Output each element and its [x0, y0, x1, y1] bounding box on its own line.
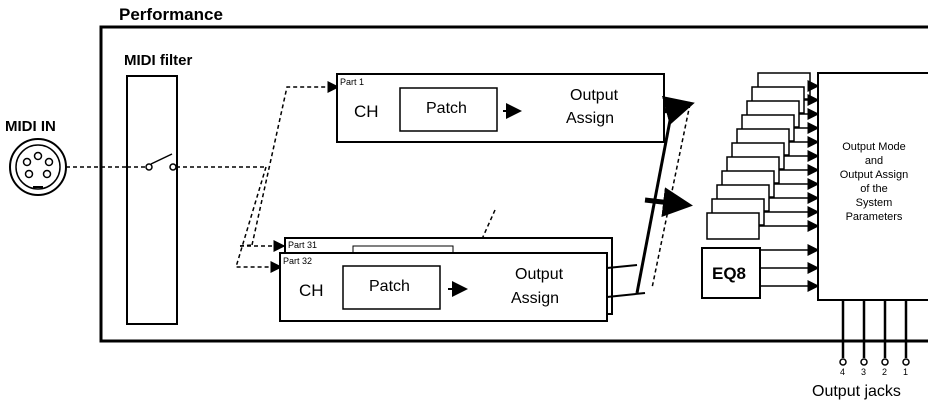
output-arrows [606, 96, 695, 298]
eq-stack [701, 72, 811, 299]
part1-output-line1: Output [570, 87, 619, 104]
system-params-line: Output Assign [839, 169, 909, 181]
part1-patch: Patch [426, 100, 467, 117]
part32-patch-box [342, 265, 441, 310]
midi-in-connector-icon [9, 138, 67, 196]
output-jack-lines [841, 300, 908, 358]
midi-filter-box [126, 75, 178, 325]
part1-patch-box [399, 87, 498, 132]
jack-number: 2 [882, 367, 888, 377]
part32-output-line2: Assign [511, 290, 560, 307]
system-params-line: Output Mode [842, 141, 906, 153]
part32-label: Part 32 [283, 256, 313, 266]
part32-ch: CH [299, 281, 324, 300]
part1-output-line2: Assign [566, 110, 615, 127]
routing-lines [234, 81, 496, 273]
part1-box [336, 73, 665, 143]
midi-in-label: MIDI IN [5, 118, 56, 135]
part32-patch: Patch [369, 278, 410, 295]
jack-number: 1 [903, 367, 909, 377]
part1-ch: CH [354, 102, 379, 121]
jack-number: 3 [861, 367, 867, 377]
part1-label: Part 1 [340, 77, 365, 87]
part32-output-line1: Output [515, 266, 564, 283]
part32-box [279, 252, 608, 322]
part31-label: Part 31 [288, 240, 318, 250]
midi-filter-label: MIDI filter [124, 52, 193, 69]
output-jacks-label: Output jacks [812, 383, 901, 400]
output-jack-icons [839, 358, 910, 366]
performance-title: Performance [119, 5, 223, 24]
jack-number: 4 [840, 367, 846, 377]
system-params-line: of the [860, 183, 888, 195]
eq-output-arrows [759, 80, 820, 292]
system-params-box [817, 72, 928, 301]
system-params-text: Output Mode and Output Assign of the Sys… [820, 140, 928, 224]
system-params-line: Parameters [845, 211, 903, 223]
system-params-line: and [864, 155, 884, 167]
performance-frame [99, 25, 928, 343]
eq-label: EQ8 [712, 264, 747, 283]
system-params-line: System [855, 197, 893, 209]
